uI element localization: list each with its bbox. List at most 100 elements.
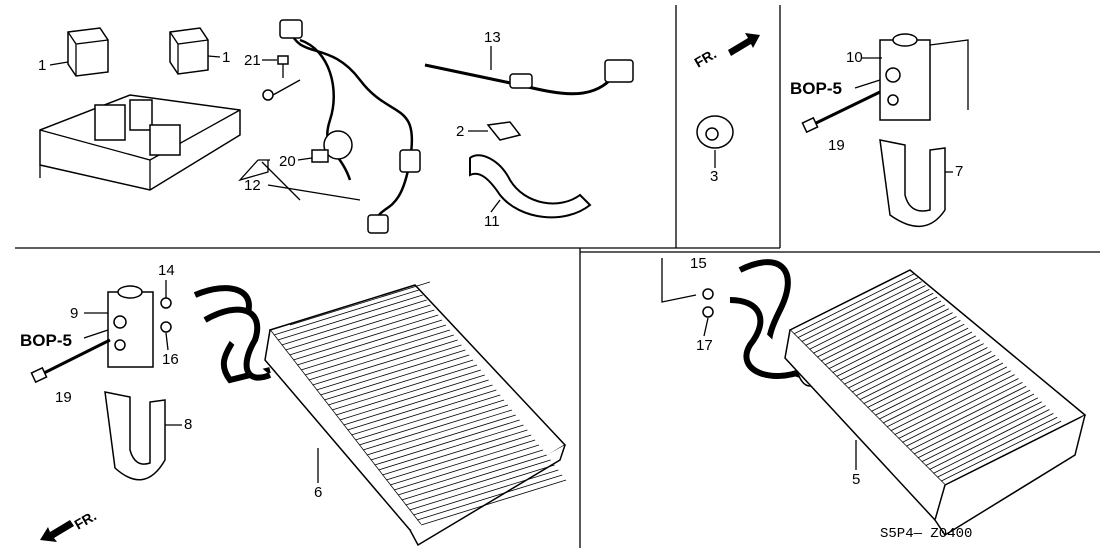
evaporator-fin: [421, 479, 567, 526]
callout-1: 1: [222, 49, 230, 66]
evaporator-fin: [820, 300, 942, 362]
evaporator-fin: [355, 394, 501, 441]
expansion-valve-left: [107, 285, 154, 368]
evaporator-fin: [339, 374, 485, 421]
evaporator-fin: [393, 444, 540, 491]
evaporator-fin: [300, 324, 447, 371]
callout-3: 3: [710, 168, 718, 185]
evaporator-fin: [312, 339, 458, 386]
callout-14: 14: [158, 262, 175, 279]
panel-dividers: [15, 5, 1100, 548]
evaporator-fin: [370, 414, 516, 461]
callout-9: 9: [70, 305, 78, 322]
callout-17: 17: [696, 337, 713, 354]
evaporator-fin: [316, 344, 462, 391]
evaporator-fin: [863, 343, 984, 404]
callout-5: 5: [852, 471, 860, 488]
evaporator-fin: [359, 399, 505, 446]
evaporator-fin: [308, 334, 454, 381]
relay-right: [169, 27, 209, 75]
evaporator-fin: [913, 393, 1035, 455]
callout-13: 13: [484, 29, 501, 46]
evaporator-fin: [940, 420, 1062, 482]
evaporator-fin: [801, 281, 922, 342]
evaporator-fin: [390, 439, 536, 486]
evaporator-fin: [793, 273, 915, 335]
evaporator-fin: [902, 382, 1023, 443]
bolt-19-left: [30, 338, 111, 384]
diagram-code: S5P4— Z0400: [880, 526, 972, 542]
callout-2: 2: [456, 123, 464, 140]
evaporator-fin: [347, 384, 493, 431]
evaporator-fin: [925, 405, 1046, 466]
evaporator-fin: [409, 464, 555, 511]
evaporator-right: [729, 259, 1087, 537]
evaporator-fin: [875, 354, 996, 416]
evaporator-fin: [324, 354, 470, 401]
callout-15: 15: [690, 255, 707, 272]
evaporator-fin: [847, 327, 969, 389]
evaporator-fin: [304, 329, 450, 376]
evaporator-fin: [898, 378, 1019, 439]
evaporator-fin: [816, 296, 938, 358]
evaporator-fin: [871, 351, 992, 412]
valve-cover-left: [104, 391, 166, 481]
evaporator-left: [193, 281, 567, 547]
evaporator-fin: [840, 320, 961, 381]
expansion-valve-top: [879, 33, 931, 121]
evaporator-fin: [805, 285, 926, 346]
evaporator-fin: [844, 323, 965, 385]
evaporator-fin: [824, 304, 946, 366]
evaporator-fin: [289, 309, 435, 356]
callout-16: 16: [162, 351, 179, 368]
evaporator-fin: [343, 379, 489, 426]
o-ring-17: [702, 306, 714, 318]
evaporator-fin: [366, 409, 512, 456]
evaporator-fin: [921, 401, 1042, 463]
clip-2: [486, 121, 522, 141]
evaporator-fin: [909, 389, 1031, 451]
evaporator-fin: [401, 454, 547, 501]
evaporator-fin: [277, 294, 423, 341]
o-ring-14: [160, 297, 172, 309]
fuse-box: [39, 94, 241, 191]
evaporator-fin: [894, 374, 1015, 435]
valve-cover-top: [879, 139, 946, 228]
svg-text:FR.: FR.: [692, 45, 720, 70]
evaporator-fin: [297, 319, 443, 366]
callout-12: 12: [244, 177, 261, 194]
evaporator-fin: [320, 349, 466, 396]
bolt-19-top: [801, 90, 881, 134]
o-ring-16: [160, 321, 172, 333]
evaporator-fin: [362, 404, 509, 451]
evaporator-fin: [285, 304, 431, 351]
temperature-sensor: [424, 59, 634, 96]
evaporator-fin: [273, 289, 419, 336]
evaporator-fin: [335, 369, 481, 416]
callout-8: 8: [184, 416, 192, 433]
callout-19: 19: [828, 137, 845, 154]
callout-6: 6: [314, 484, 322, 501]
evaporator-fin: [933, 413, 1054, 474]
evaporator-fin: [797, 277, 918, 339]
wire-harness: [262, 19, 421, 234]
drain-hose: [469, 154, 592, 219]
callout-11: 11: [484, 213, 500, 230]
evaporator-fin: [378, 424, 524, 471]
evaporator-fin: [878, 358, 1000, 420]
bolt-21: [277, 55, 289, 78]
front-arrow-top: FR.: [692, 33, 760, 71]
evaporator-fin: [331, 364, 478, 411]
front-arrow-bottom: FR.: [40, 507, 99, 542]
evaporator-fin: [851, 331, 973, 393]
evaporator-fin: [413, 469, 559, 516]
evaporator-fin: [836, 316, 957, 377]
bop-reference: BOP-5: [790, 79, 842, 98]
relay-left: [67, 27, 109, 77]
evaporator-fin: [886, 366, 1008, 428]
evaporator-fin: [832, 312, 953, 373]
callout-20: 20: [279, 153, 296, 170]
callout-7: 7: [955, 163, 963, 180]
evaporator-fin: [351, 389, 497, 436]
